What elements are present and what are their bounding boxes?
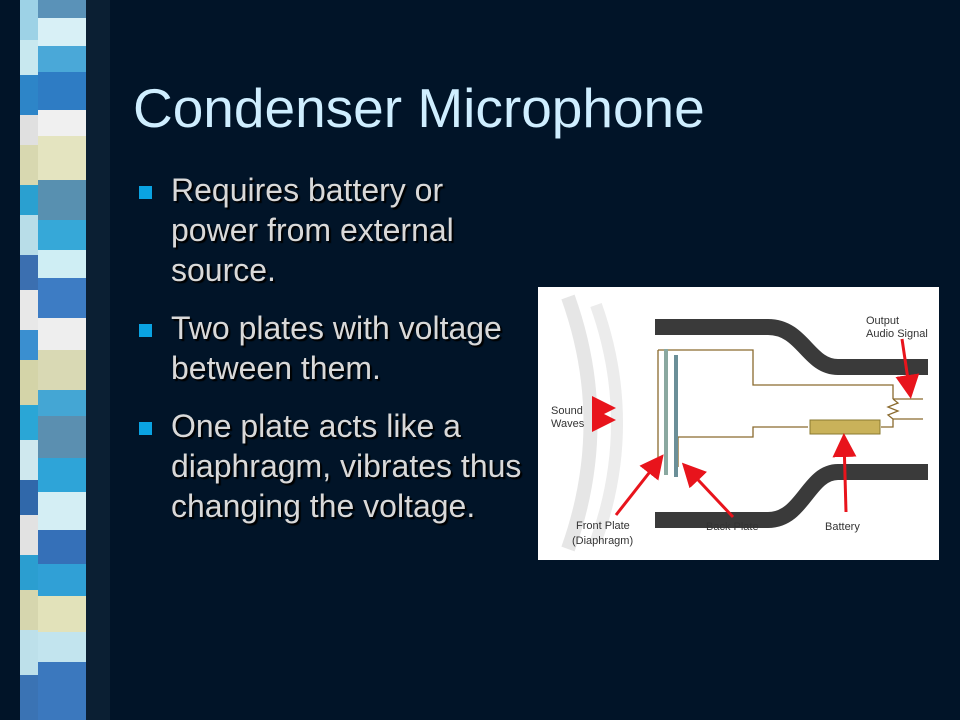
- sound-wave-arcs: [561, 294, 623, 552]
- sound-waves-label-line1: Sound: [551, 405, 583, 417]
- slide-title: Condenser Microphone: [133, 77, 705, 139]
- microphone-diagram: Output Audio Signal Sound Waves Front Pl…: [538, 287, 939, 560]
- output-label-line1: Output: [866, 315, 899, 327]
- back-plate: [674, 355, 678, 477]
- microphone-diagram-svg: Output Audio Signal Sound Waves Front Pl…: [551, 294, 928, 552]
- bullet-text: Requires battery or power from external …: [171, 172, 454, 288]
- decorative-mosaic-strip: [0, 0, 110, 720]
- pointer-arrows: [592, 338, 920, 519]
- bullet-text: Two plates with voltage between them.: [171, 310, 502, 386]
- housing-top: [655, 319, 928, 375]
- bullet-text: One plate acts like a diaphragm, vibrate…: [171, 408, 522, 524]
- front-plate: [664, 349, 668, 475]
- output-label-line2: Audio Signal: [866, 328, 928, 340]
- square-bullet-icon: [139, 186, 152, 199]
- square-bullet-icon: [139, 422, 152, 435]
- front-plate-label-line1: Front Plate: [576, 520, 630, 532]
- sound-waves-label-line2: Waves: [551, 418, 585, 430]
- back-plate-label: Back Plate: [706, 521, 759, 533]
- battery-label: Battery: [825, 521, 860, 533]
- bullet-item: Requires battery or power from external …: [133, 170, 528, 290]
- battery-cell: [809, 419, 881, 435]
- bullet-item: One plate acts like a diaphragm, vibrate…: [133, 406, 528, 526]
- housing-bottom: [655, 464, 928, 528]
- square-bullet-icon: [139, 324, 152, 337]
- front-plate-label-line2: (Diaphragm): [572, 535, 633, 547]
- bullet-item: Two plates with voltage between them.: [133, 308, 528, 388]
- bullet-list: Requires battery or power from external …: [133, 170, 528, 544]
